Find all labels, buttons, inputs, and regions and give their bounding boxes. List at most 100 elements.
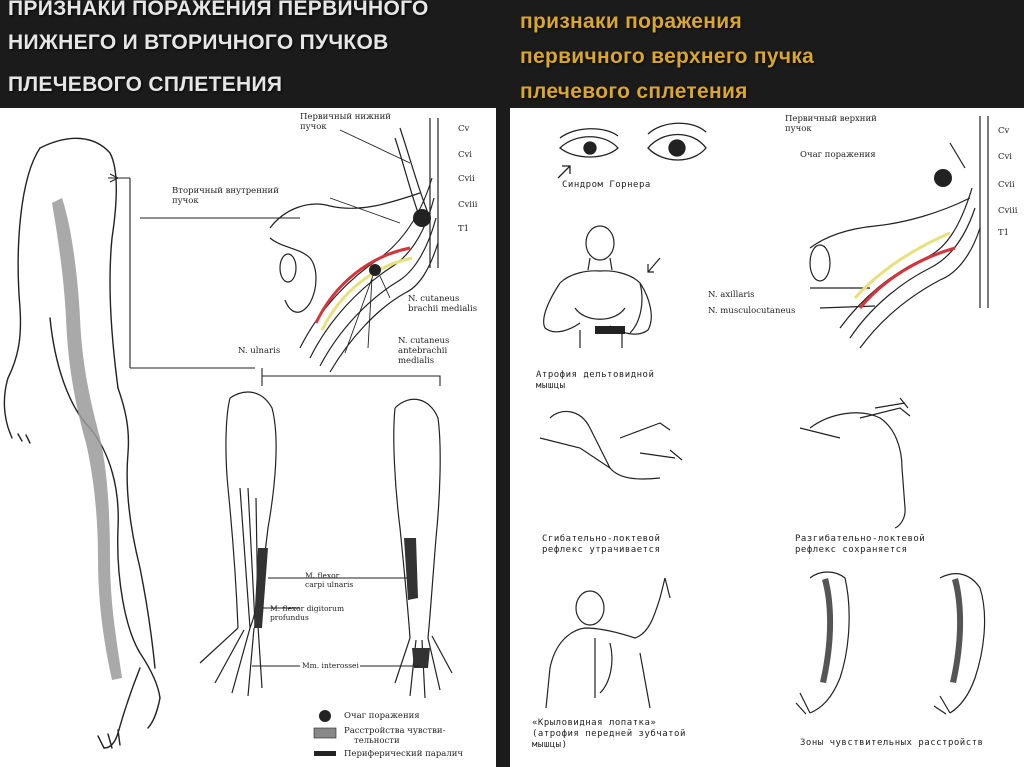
label-focus-right: Очаг поражения: [800, 150, 876, 160]
caption-text: рефлекс сохраняется: [795, 545, 908, 555]
label-text: Первичный верхний: [785, 114, 877, 124]
clavicle-outline: [269, 192, 421, 229]
arm-outline-shoulder: [39, 137, 119, 389]
figure-head: [585, 225, 615, 261]
label-text: profundus: [270, 613, 309, 622]
horner-arrow: [557, 165, 571, 179]
eyelid-left: [559, 128, 619, 139]
label-cvii-right: Cvii: [998, 180, 1015, 190]
label-t1-right: T1: [998, 228, 1010, 238]
back-sides: [545, 652, 651, 709]
label-text: N. cutaneus: [398, 336, 450, 346]
label-primary-lower-cord: Первичный нижний пучок: [300, 112, 391, 132]
plexus-right-3: [859, 227, 981, 349]
forearm1-inner: [225, 397, 239, 629]
label-n-ulnaris: N. ulnaris: [238, 346, 281, 356]
plexus-right-1: [849, 207, 976, 339]
caption-text: Разгибательно-локтевой: [795, 534, 926, 544]
zones-hand-2: [933, 695, 951, 715]
arm-outline-outer: [3, 147, 41, 434]
forearm2-outer: [394, 398, 441, 639]
caption-horner: Синдром Горнера: [562, 180, 651, 190]
caption-scapula: «Крыловидная лопатка» (атрофия передней …: [532, 718, 686, 751]
label-mm-interossei: Mm. interossei: [302, 661, 359, 670]
title-left-line1: ПРИЗНАКИ ПОРАЖЕНИЯ ПЕРВИЧНОГО: [8, 0, 429, 20]
plexus-trunk-2: [309, 197, 435, 359]
forearm2-atrophy: [404, 538, 418, 600]
plexus-trunk-1: [299, 177, 433, 349]
extensor-examiner: [799, 407, 911, 439]
title-left-line2: НИЖНЕГО И ВТОРИЧНОГО ПУЧКОВ: [8, 31, 389, 54]
label-n-axillaris: N. axillaris: [708, 290, 755, 300]
shoulder-joint-outline: [269, 237, 317, 313]
humeral-head: [279, 253, 297, 283]
artery-right: [858, 246, 956, 309]
label-text: carpi ulnaris: [305, 580, 354, 589]
legend-focus-symbol: [319, 710, 331, 722]
reflex-hammer-1: [639, 449, 683, 461]
label-m-flexor-digitorum: M. flexor digitorum profundus: [270, 604, 344, 622]
label-cv-right: Cv: [998, 126, 1010, 136]
label-n-cutaneus-antebrachii: N. cutaneus antebrachii medialis: [398, 336, 449, 366]
clavicle-right: [809, 197, 971, 249]
label-text: Первичный нижний: [300, 112, 391, 122]
caption-text: рефлекс утрачивается: [542, 545, 661, 555]
caption-text: мышцы: [536, 381, 566, 391]
eye-right: [647, 134, 707, 161]
label-pointers: [329, 129, 411, 224]
pupil-right: [668, 139, 686, 157]
forearm1-atrophy: [254, 548, 268, 628]
zones-stipple-2: [950, 578, 964, 683]
caption-text: «Крыловидная лопатка»: [532, 718, 657, 728]
label-text: N. cutaneus: [408, 294, 460, 304]
legend-paralysis-label: Периферический паралич: [344, 749, 464, 759]
nerve-highlight: [320, 256, 413, 331]
arm-fingers-bottom: [97, 729, 121, 749]
label-m-flexor-carpi: M. flexor carpi ulnaris: [305, 571, 353, 589]
spine-column-right: [979, 116, 989, 308]
nerve-highlight-right: [853, 231, 951, 299]
label-text: M. flexor: [305, 571, 340, 580]
right-diagram-panel: Первичный верхний пучок Очаг поражения C…: [510, 108, 1024, 767]
caption-zones: Зоны чувствительных расстройств: [800, 738, 984, 748]
humeral-head-right: [809, 244, 831, 282]
sensory-disorder-zone-arm: [52, 198, 122, 680]
label-n-musculocutaneus: N. musculocutaneus: [708, 306, 796, 316]
pupil-left: [583, 141, 597, 155]
arm-outline-inner: [49, 317, 161, 699]
label-cviii-right: Cviii: [998, 206, 1018, 216]
flexor-hand: [619, 422, 671, 439]
label-cvi-right: Cvi: [998, 152, 1013, 162]
right-anatomy-drawing: [539, 116, 989, 715]
label-cv: Cv: [458, 124, 470, 134]
legend-paralysis-symbol: [314, 751, 336, 756]
caption-text: Атрофия дельтовидной: [536, 370, 655, 380]
left-anatomy-drawing: [3, 118, 453, 756]
caption-deltoid: Атрофия дельтовидной мышцы: [536, 370, 654, 392]
label-n-cutaneus-brachii: N. cutaneus brachii medialis: [408, 294, 477, 314]
figure-belt: [595, 326, 625, 334]
slide-title-left: ПРИЗНАКИ ПОРАЖЕНИЯ ПЕРВИЧНОГО НИЖНЕГО И …: [8, 0, 503, 102]
plexus-trunk-3: [319, 217, 437, 367]
back-head: [575, 590, 605, 626]
subclavian-artery: [314, 246, 411, 324]
label-pointers-right: [810, 142, 966, 309]
label-t1: T1: [458, 224, 470, 234]
forearm2-inner: [393, 407, 411, 639]
figure-shoulders: [559, 270, 643, 334]
figure-arm-left: [543, 282, 581, 333]
left-diagram-panel: Первичный нижний пучок Вторичный внутрен…: [0, 108, 496, 767]
label-text: brachii medialis: [408, 304, 478, 314]
label-cviii: Cviii: [458, 200, 478, 210]
label-text: пучок: [172, 196, 199, 206]
label-text: пучок: [300, 122, 327, 132]
caption-text: Сгибательно-локтевой: [542, 534, 661, 544]
branch-to-forearms: [261, 368, 441, 386]
title-left-line3: ПЛЕЧЕВОГО СПЛЕТЕНИЯ: [8, 73, 283, 96]
hand-atrophy: [412, 648, 430, 668]
label-text: antebrachii: [398, 346, 448, 356]
zones-hand-1: [795, 692, 811, 715]
label-text: M. flexor digitorum: [270, 604, 345, 613]
zones-stipple-1: [820, 578, 834, 683]
flexor-arm: [549, 410, 661, 480]
